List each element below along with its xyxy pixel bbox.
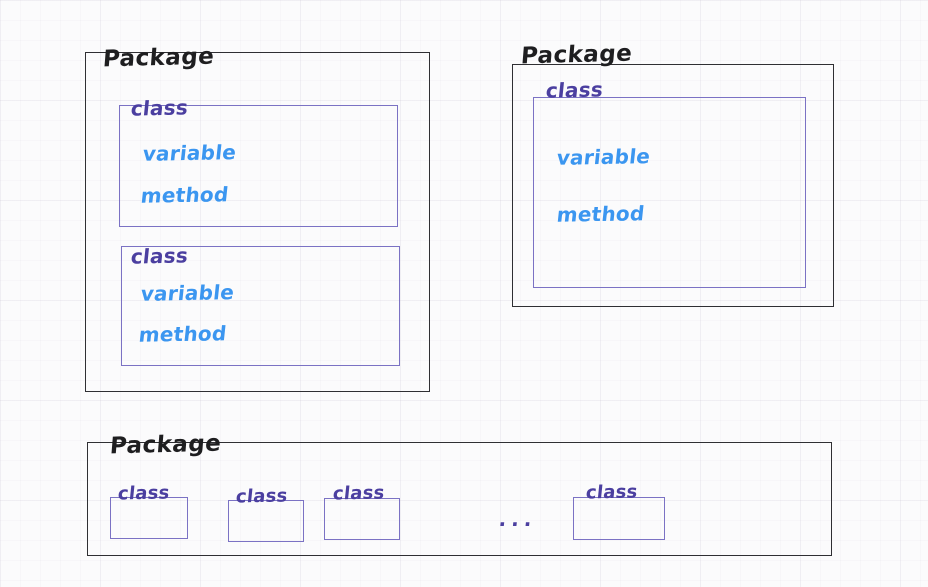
ellipsis-label: ... bbox=[497, 507, 539, 531]
class-box-1-2[interactable] bbox=[121, 246, 400, 366]
class-label-3-1: class bbox=[116, 482, 171, 505]
class-box-1-1[interactable] bbox=[119, 105, 398, 227]
class-box-3-2[interactable] bbox=[228, 500, 304, 542]
class-label-3-3: class bbox=[331, 482, 386, 505]
class-label-1-2: class bbox=[129, 243, 190, 269]
class-label-2-1: class bbox=[544, 77, 605, 103]
member-label-variable-2-1: variable bbox=[555, 144, 652, 170]
package-label-1: Package bbox=[101, 43, 216, 73]
member-label-method-2-1: method bbox=[555, 201, 646, 227]
package-box-1[interactable] bbox=[85, 52, 430, 392]
class-label-3-2: class bbox=[234, 485, 289, 508]
class-label-3-4: class bbox=[584, 481, 639, 504]
package-box-3[interactable] bbox=[87, 442, 832, 556]
member-label-variable-1-1: variable bbox=[141, 140, 238, 166]
class-box-3-1[interactable] bbox=[110, 497, 188, 539]
member-label-method-1-2: method bbox=[137, 321, 228, 347]
package-box-2[interactable] bbox=[512, 64, 834, 307]
member-label-method-1-1: method bbox=[139, 182, 230, 208]
class-label-1-1: class bbox=[129, 95, 190, 121]
package-label-3: Package bbox=[108, 430, 223, 460]
member-label-variable-1-2: variable bbox=[139, 280, 236, 306]
class-box-2-1[interactable] bbox=[533, 97, 806, 288]
class-box-3-4[interactable] bbox=[573, 497, 665, 540]
package-label-2: Package bbox=[519, 40, 634, 70]
class-box-3-3[interactable] bbox=[324, 498, 400, 540]
